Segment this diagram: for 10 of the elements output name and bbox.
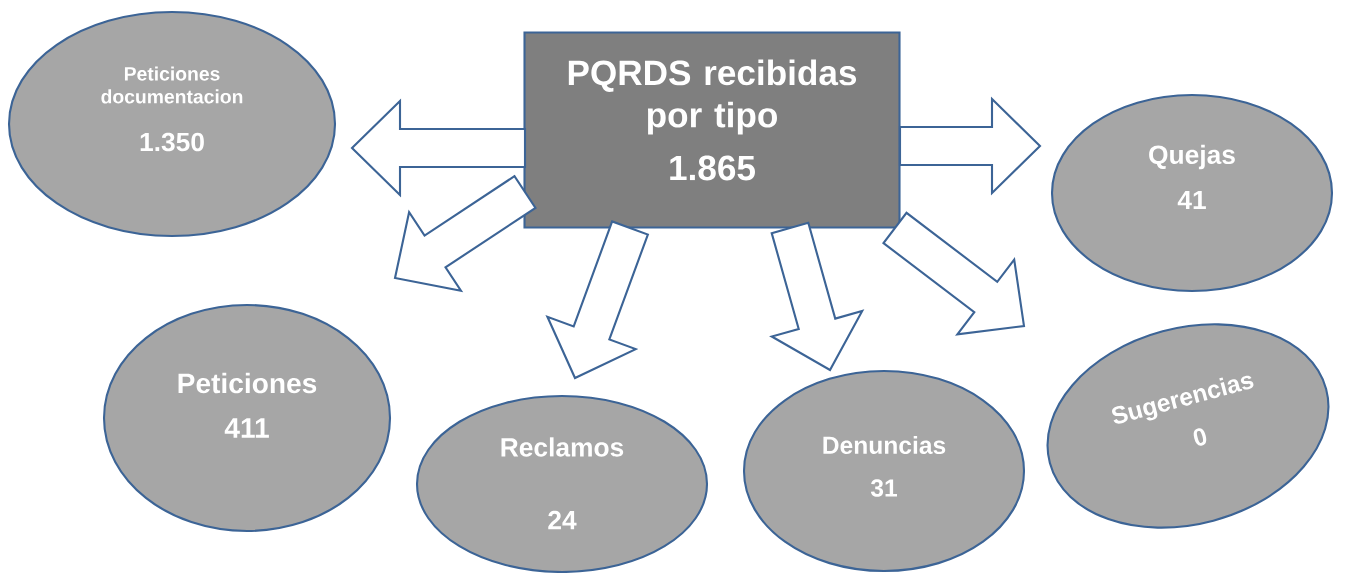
block-arrow — [350, 98, 527, 198]
category-oval: Peticiones documentacion 1.350 — [7, 10, 337, 238]
block-arrow — [769, 221, 865, 372]
category-oval: Peticiones 411 — [102, 303, 392, 533]
category-oval: Quejas 41 — [1050, 93, 1334, 293]
block-arrow — [898, 96, 1042, 196]
category-oval: Reclamos 24 — [415, 394, 709, 573]
title-box: PQRDS recibidas por tipo 1.865 — [523, 31, 901, 229]
block-arrow — [882, 211, 1026, 336]
category-oval: Denuncias 31 — [742, 369, 1026, 573]
